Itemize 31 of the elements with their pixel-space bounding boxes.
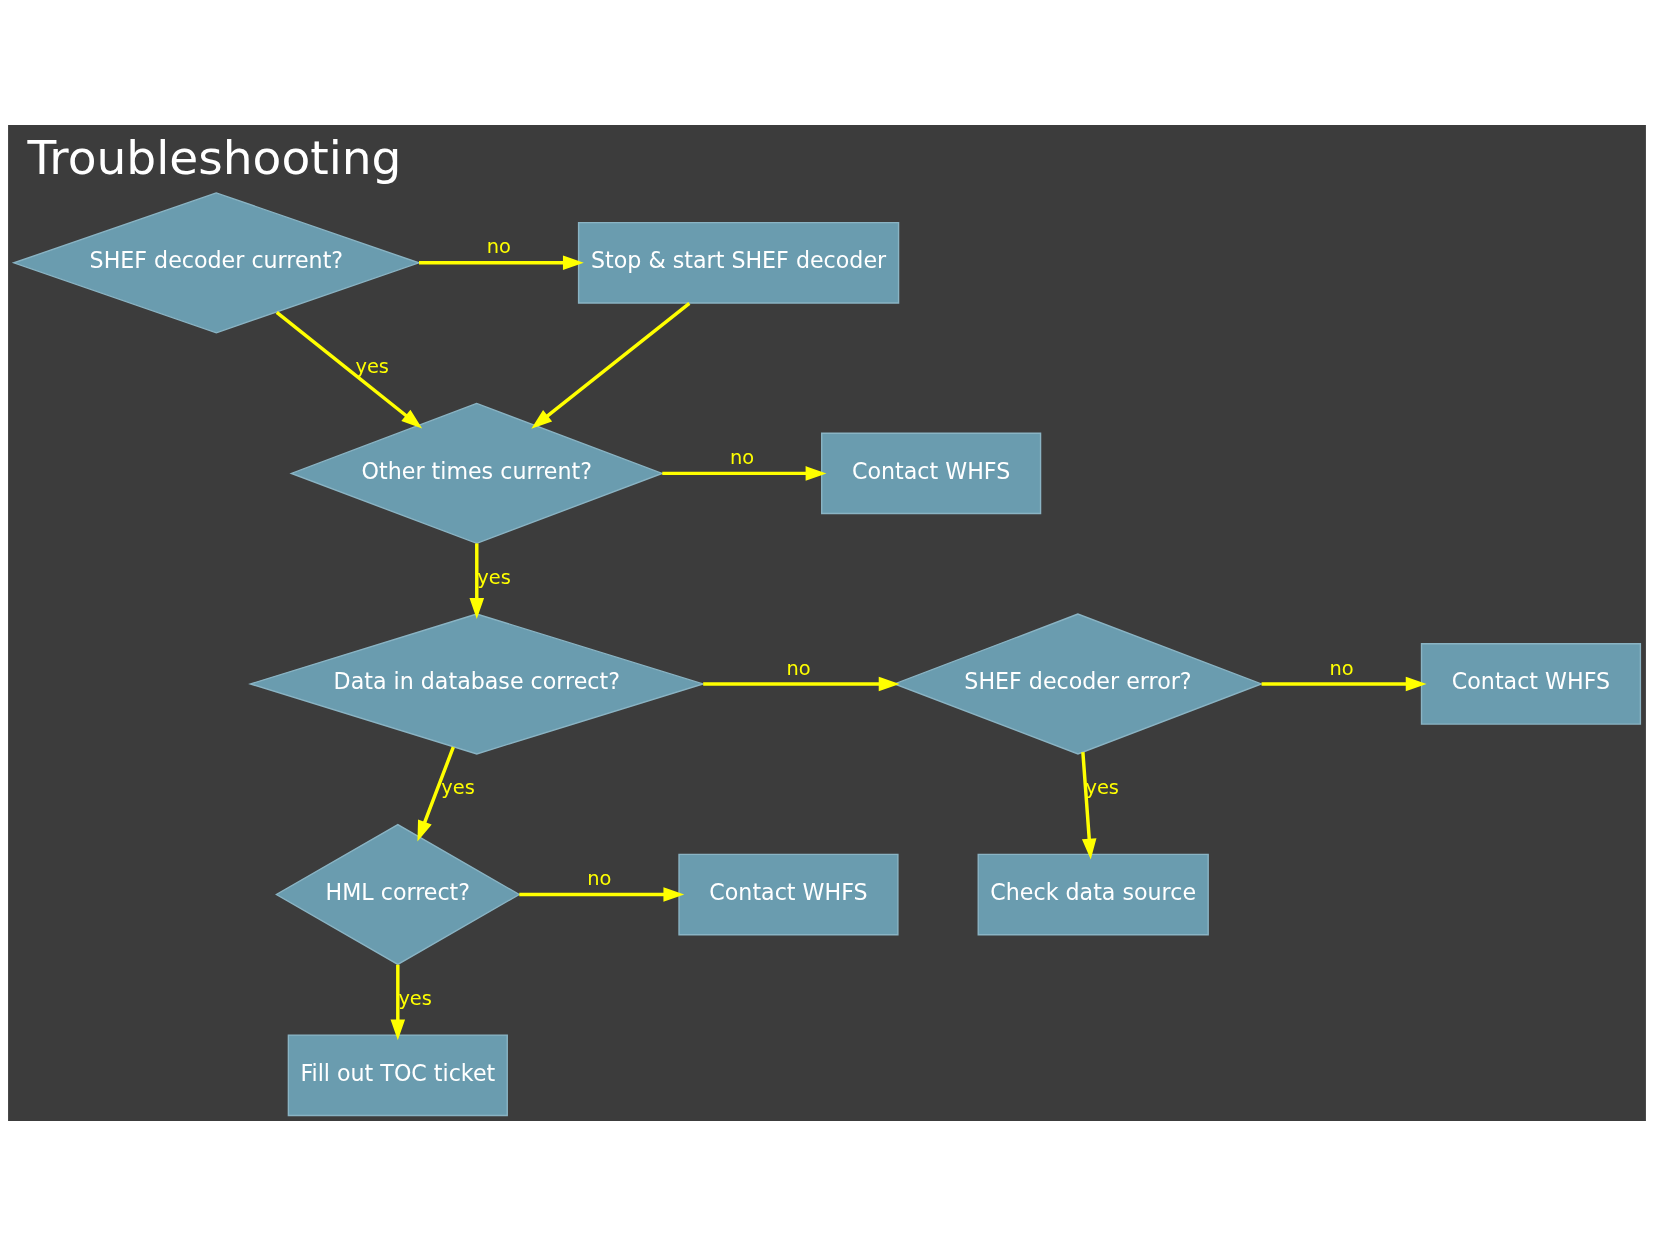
node-diamond: HML correct? [275, 823, 521, 965]
node-box: Contact WHFS [1420, 642, 1642, 725]
arrow [662, 465, 827, 481]
diagram-title: Troubleshooting [27, 129, 402, 185]
arrow [1261, 676, 1427, 691]
arrow [1081, 751, 1097, 859]
node-box: Fill out TOC ticket [287, 1033, 508, 1116]
arrow [275, 310, 423, 428]
edge-label: no [729, 445, 755, 469]
edge-label: yes [477, 565, 511, 589]
arrow [417, 746, 455, 841]
edge-label: yes [355, 354, 389, 378]
arrow [703, 676, 900, 691]
arrow [531, 301, 691, 429]
node-box: Stop & start SHEF decoder [577, 221, 900, 304]
node-box: Contact WHFS [678, 853, 899, 935]
edge-label: no [486, 234, 511, 258]
edge-label: no [786, 656, 811, 680]
node-diamond: SHEF decoder current? [11, 191, 421, 334]
node-diamond: Other times current? [289, 402, 665, 544]
node-box: Check data source [977, 853, 1209, 935]
arrow [469, 542, 485, 619]
edge-label: no [587, 866, 612, 890]
arrow [519, 886, 685, 902]
node-box: Contact WHFS [821, 432, 1042, 514]
edge-label: yes [441, 775, 475, 799]
edge-label: no [1329, 656, 1354, 680]
arrow [419, 255, 584, 270]
arrow [390, 964, 406, 1040]
edge-label: yes [398, 986, 432, 1010]
node-diamond: Data in database correct? [248, 612, 706, 755]
